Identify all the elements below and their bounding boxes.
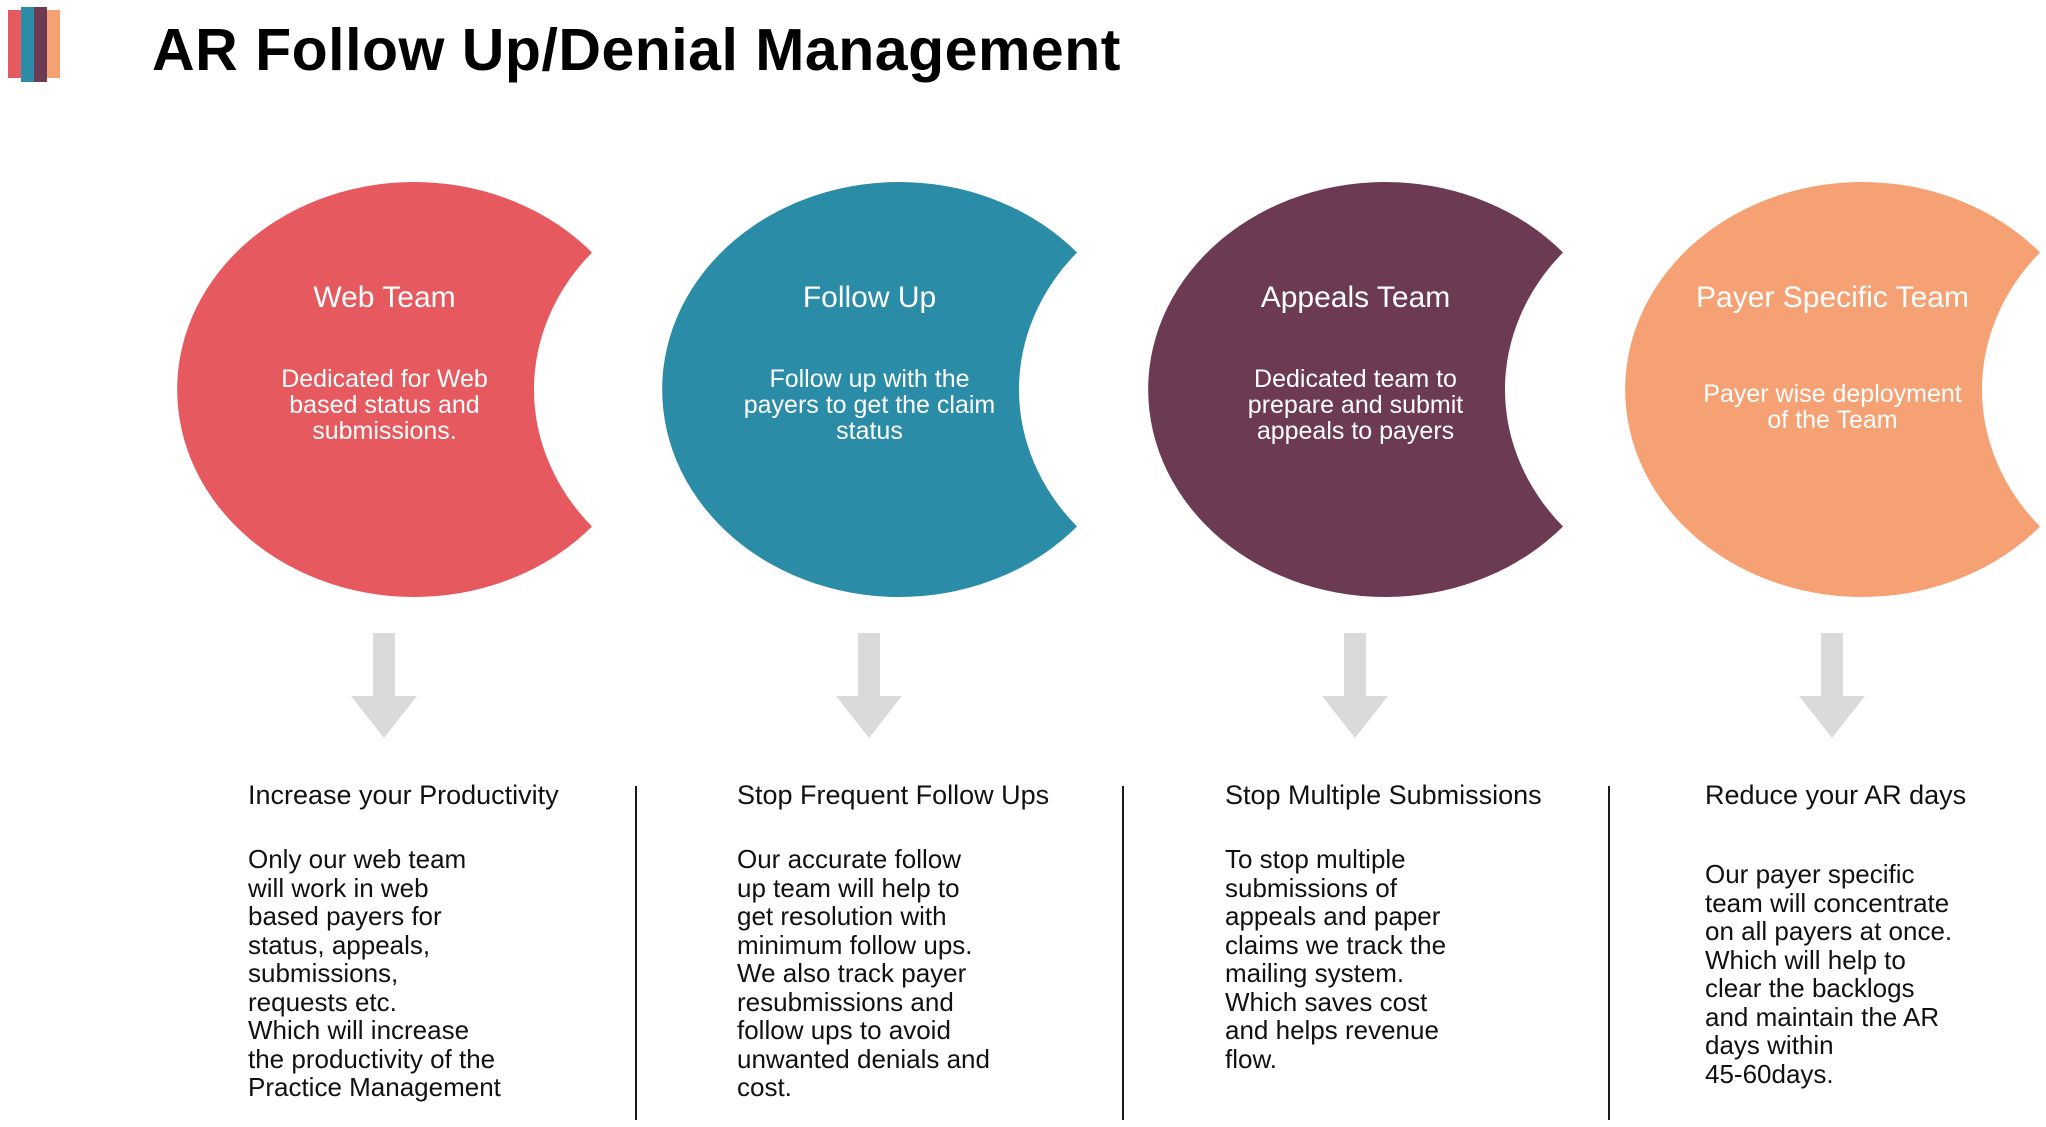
arrow-head (1799, 696, 1865, 738)
benefit-heading: Increase your Productivity (248, 780, 559, 810)
arrow-shaft (1344, 633, 1366, 696)
down-arrow-icon (351, 633, 417, 738)
logo-stripe-red (8, 10, 21, 78)
crescent-path (177, 182, 592, 597)
down-arrow-icon (836, 633, 902, 738)
benefit-description: Our payer specific team will concentrate… (1705, 859, 1953, 1089)
crescent-path (1625, 182, 2040, 597)
crescent-shape (1148, 182, 1563, 597)
stage-follow-up: Follow Up Follow up with the payers to g… (662, 0, 1077, 1127)
column-divider (1608, 786, 1610, 1120)
page-title: AR Follow Up/Denial Management (152, 17, 1121, 83)
brand-logo (8, 6, 60, 82)
benefit-section: Reduce your AR days Our payer specific t… (1705, 779, 2046, 1088)
stage-payer-specific-team: Payer Specific Team Payer wise deploymen… (1625, 0, 2040, 1127)
arrow-head (1322, 696, 1388, 738)
crescent-path (662, 182, 1077, 597)
column-divider (635, 786, 637, 1120)
crescent-shape (177, 182, 592, 597)
benefit-heading: Reduce your AR days (1705, 780, 1967, 810)
benefit-description: Only our web team will work in web based… (248, 844, 501, 1102)
logo-stripe-teal (21, 7, 34, 82)
logo-stripe-orange (47, 10, 60, 78)
arrow-head (836, 696, 902, 738)
arrow-head (351, 696, 417, 738)
down-arrow-icon (1799, 633, 1865, 738)
benefit-section: Stop Frequent Follow Ups Our accurate fo… (737, 779, 1117, 1102)
benefit-heading: Stop Multiple Submissions (1225, 780, 1542, 810)
down-arrow-icon (1322, 633, 1388, 738)
crescent-shape (1625, 182, 2040, 597)
benefit-description: To stop multiple submissions of appeals … (1225, 844, 1447, 1074)
benefit-heading: Stop Frequent Follow Ups (737, 780, 1050, 810)
logo-stripe-maroon (34, 7, 47, 82)
stage-web-team: Web Team Dedicated for Web based status … (177, 0, 592, 1127)
column-divider (1122, 786, 1124, 1120)
arrow-shaft (1821, 633, 1843, 696)
benefit-section: Stop Multiple Submissions To stop multip… (1225, 779, 1605, 1073)
stage-appeals-team: Appeals Team Dedicated team to prepare a… (1148, 0, 1563, 1127)
benefit-section: Increase your Productivity Only our web … (248, 779, 628, 1102)
arrow-shaft (858, 633, 880, 696)
benefit-description: Our accurate follow up team will help to… (737, 844, 990, 1102)
crescent-shape (662, 182, 1077, 597)
crescent-path (1148, 182, 1563, 597)
arrow-shaft (373, 633, 395, 696)
